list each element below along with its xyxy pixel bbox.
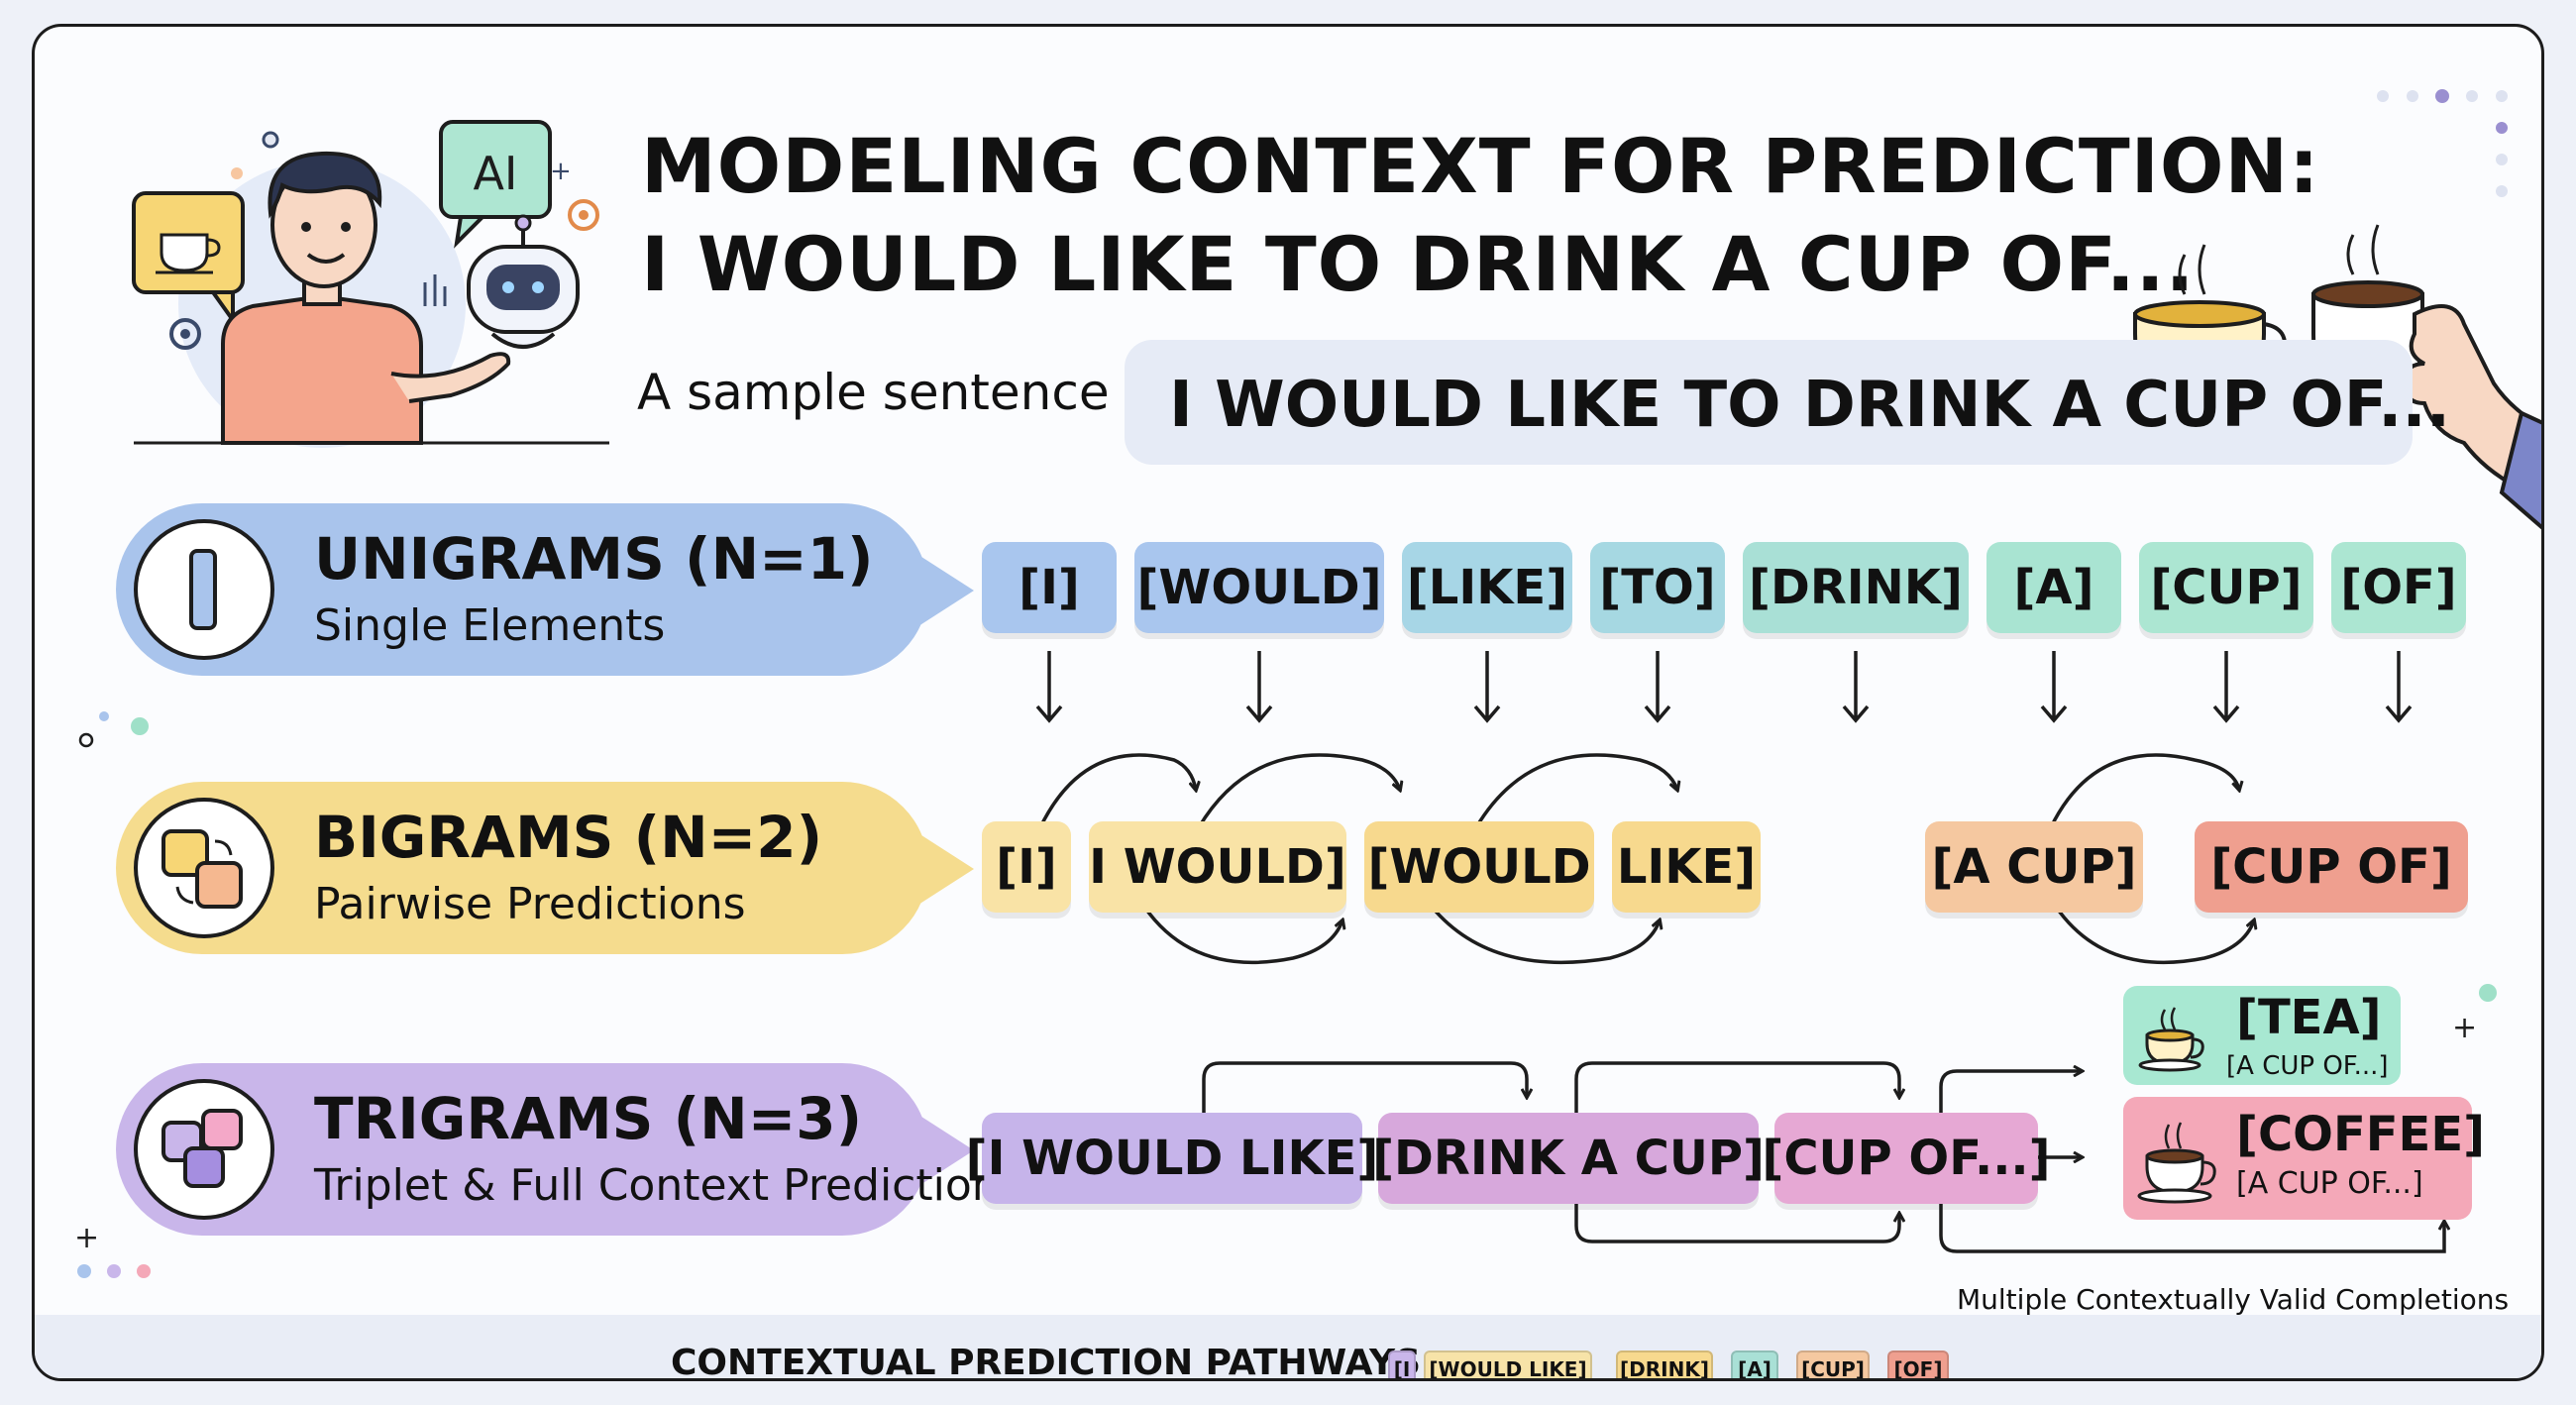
bigram-token: [WOULD [1364,821,1594,913]
coffee-bubble-icon [132,191,245,327]
connector-arrow [1202,1061,1527,1117]
gear-icon [568,199,599,231]
hand-icon [2402,304,2541,530]
trigram-token: [I WOULD LIKE] [966,1113,1378,1204]
footer-bar [35,1315,2541,1378]
coffee-cup-icon [2137,1122,2216,1204]
person-ai-illustration: AI [132,120,609,448]
unigram-token: [A] [1986,542,2121,633]
arc-arrow [1430,905,1660,965]
bigrams-title: BIGRAMS (N=2) [314,804,823,871]
footer-token: [OF] [1887,1351,1949,1378]
unigrams-pointer [918,555,974,626]
bigrams-pointer [918,833,974,905]
footer-label: CONTEXTUAL PREDICTION PATHWAYS: [671,1343,1436,1381]
trigrams-subtitle: Triplet & Full Context Predictions [314,1160,1022,1211]
connector-arrow [1939,1071,2082,1127]
bigram-token: [CUP OF] [2195,821,2468,913]
person-figure [221,151,511,445]
tea-title: [TEA] [2236,990,2382,1045]
unigram-token: [OF] [2331,542,2466,633]
bigrams-subtitle: Pairwise Predictions [314,879,746,929]
down-arrow [1035,651,1063,723]
unigrams-title: UNIGRAMS (N=1) [314,525,874,593]
arc-arrow [2054,906,2254,965]
connector-arrow [1574,1198,1899,1243]
footer-token: [WOULD LIKE] [1424,1351,1592,1378]
unigram-token: [LIKE] [1402,542,1572,633]
trigrams-pointer [918,1115,974,1186]
svg-text:AI: AI [473,147,517,200]
unigram-icon [134,519,274,660]
decorative-dots [2377,89,2508,197]
tea-cup-icon [2138,1007,2204,1072]
down-arrow [1842,651,1870,723]
bigram-icon [134,798,274,938]
arc-arrow [2049,753,2239,828]
svg-text:+: + [74,1221,99,1255]
gear-icon [169,318,201,350]
arc-arrow [1197,753,1400,828]
trigram-token: [DRINK A CUP] [1372,1113,1765,1204]
bigram-token: LIKE] [1612,821,1761,913]
down-arrow [1245,651,1273,723]
connector-arrow [1574,1061,1899,1117]
page-title-line-2: I WOULD LIKE TO DRINK A CUP OF... [641,220,2196,308]
down-arrow [1473,651,1501,723]
trigrams-title: TRIGRAMS (N=3) [314,1085,863,1152]
unigram-token: [I] [982,542,1117,633]
arc-arrow [1038,753,1196,828]
bigram-token: I WOULD] [1089,821,1346,913]
unigram-token: [TO] [1590,542,1725,633]
trigram-icon [134,1079,274,1220]
unigram-token: [DRINK] [1743,542,1969,633]
arc-arrow [1142,906,1342,965]
ai-bubble-icon: AI [439,120,552,249]
trigram-token: [CUP OF...] [1762,1113,2051,1204]
footer-token: [I [1388,1351,1416,1378]
sample-sentence-text: I WOULD LIKE TO DRINK A CUP OF... [1169,369,2451,442]
coffee-subtitle: [A CUP OF...] [2236,1166,2423,1201]
footer-token: [A] [1731,1351,1778,1378]
footer-token: [DRINK] [1616,1351,1713,1378]
connector-arrow [1939,1188,2444,1253]
down-arrow [1644,651,1671,723]
sample-sentence-box [1125,340,2413,465]
bigram-token: [A CUP] [1925,821,2143,913]
infographic-card: AI [32,24,2544,1381]
robot-icon [467,214,580,349]
arc-arrow [1474,753,1677,828]
svg-text:+: + [550,157,572,186]
completions-caption: Multiple Contextually Valid Completions [1957,1283,2510,1316]
unigram-token: [WOULD] [1134,542,1384,633]
tea-subtitle: [A CUP OF...] [2226,1051,2389,1081]
down-arrow [2040,651,2068,723]
unigram-token: [CUP] [2139,542,2313,633]
svg-text:+: + [2452,1011,2477,1045]
down-arrow [2212,651,2240,723]
bigram-token: [I] [982,821,1071,913]
footer-token: [CUP] [1796,1351,1870,1378]
unigrams-subtitle: Single Elements [314,600,666,651]
sample-sentence-label: A sample sentence [637,364,1110,421]
coffee-title: [COFFEE] [2236,1107,2486,1162]
down-arrow [2385,651,2413,723]
page-title-line-1: MODELING CONTEXT FOR PREDICTION: [641,122,2320,210]
